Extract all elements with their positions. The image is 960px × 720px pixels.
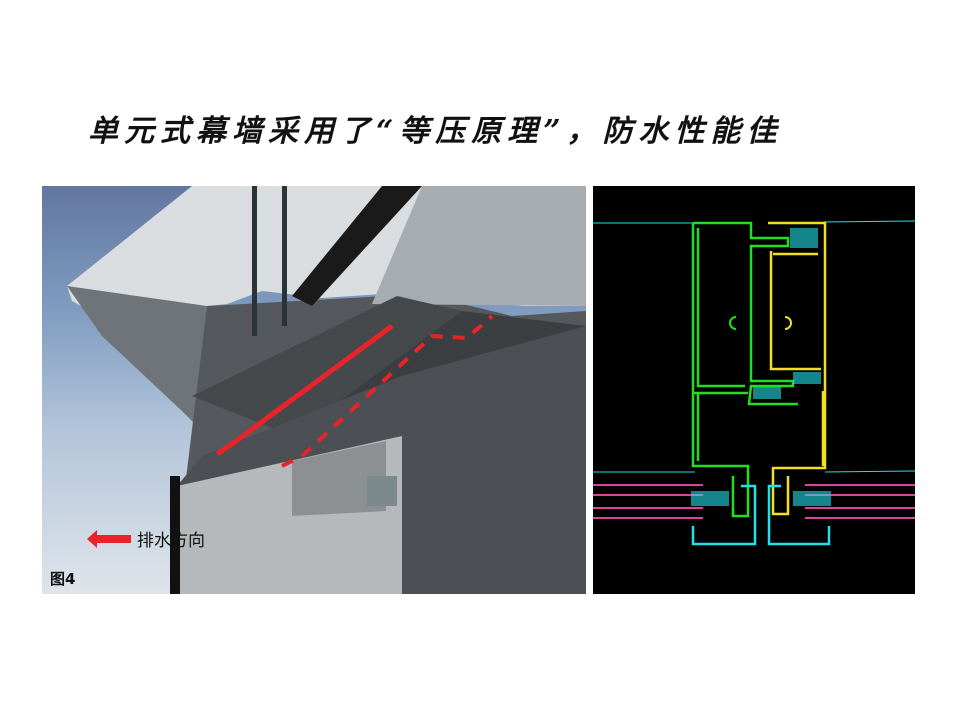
curtain-wall-3d-render: 排水方向 图4 [42, 186, 586, 594]
render-illustration [67, 186, 586, 594]
arrow-left-icon [87, 529, 131, 548]
cad-cross-section [593, 186, 915, 594]
cad-drawing [593, 220, 915, 546]
drain-direction-legend: 排水方向 [87, 526, 205, 551]
drain-direction-label: 排水方向 [137, 531, 205, 551]
figure-label: 图4 [50, 570, 76, 588]
slide-title: 单元式幕墙采用了“等压原理”，防水性能佳 [88, 114, 783, 149]
